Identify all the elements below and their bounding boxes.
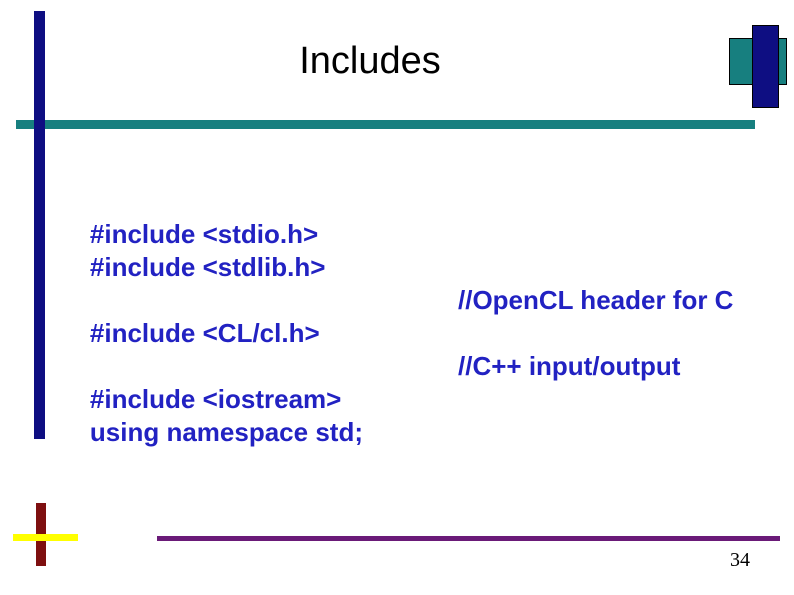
code-line: #include <stdlib.h> bbox=[61, 218, 771, 282]
code-text: #include <CL/cl.h> bbox=[89, 318, 320, 348]
code-text: #include <stdlib.h> bbox=[89, 252, 326, 282]
code-line-blank bbox=[61, 251, 771, 284]
page-number: 34 bbox=[730, 549, 750, 571]
code-comment: //OpenCL header for C bbox=[458, 285, 734, 315]
code-text: #include <iostream> bbox=[89, 384, 342, 414]
code-comment: //C++ input/output bbox=[458, 351, 681, 381]
code-line: #include <iostream> //C++ input/output bbox=[61, 350, 771, 414]
code-line: using namespace std; bbox=[61, 383, 771, 447]
code-text: using namespace std; bbox=[89, 417, 363, 447]
bottom-left-yellow-line bbox=[13, 534, 78, 541]
code-line: #include <stdio.h> bbox=[61, 185, 771, 249]
code-line: #include <CL/cl.h> //OpenCL header for C bbox=[61, 284, 771, 348]
code-line-blank bbox=[61, 317, 771, 350]
bottom-purple-rule bbox=[157, 536, 780, 541]
title-underline-rule bbox=[16, 120, 755, 129]
left-accent-bar bbox=[34, 11, 45, 439]
corner-navy-rectangle bbox=[752, 25, 779, 108]
code-text: #include <stdio.h> bbox=[89, 219, 319, 249]
slide-title: Includes bbox=[299, 40, 441, 82]
code-block: #include <stdio.h> #include <stdlib.h> #… bbox=[61, 185, 771, 447]
